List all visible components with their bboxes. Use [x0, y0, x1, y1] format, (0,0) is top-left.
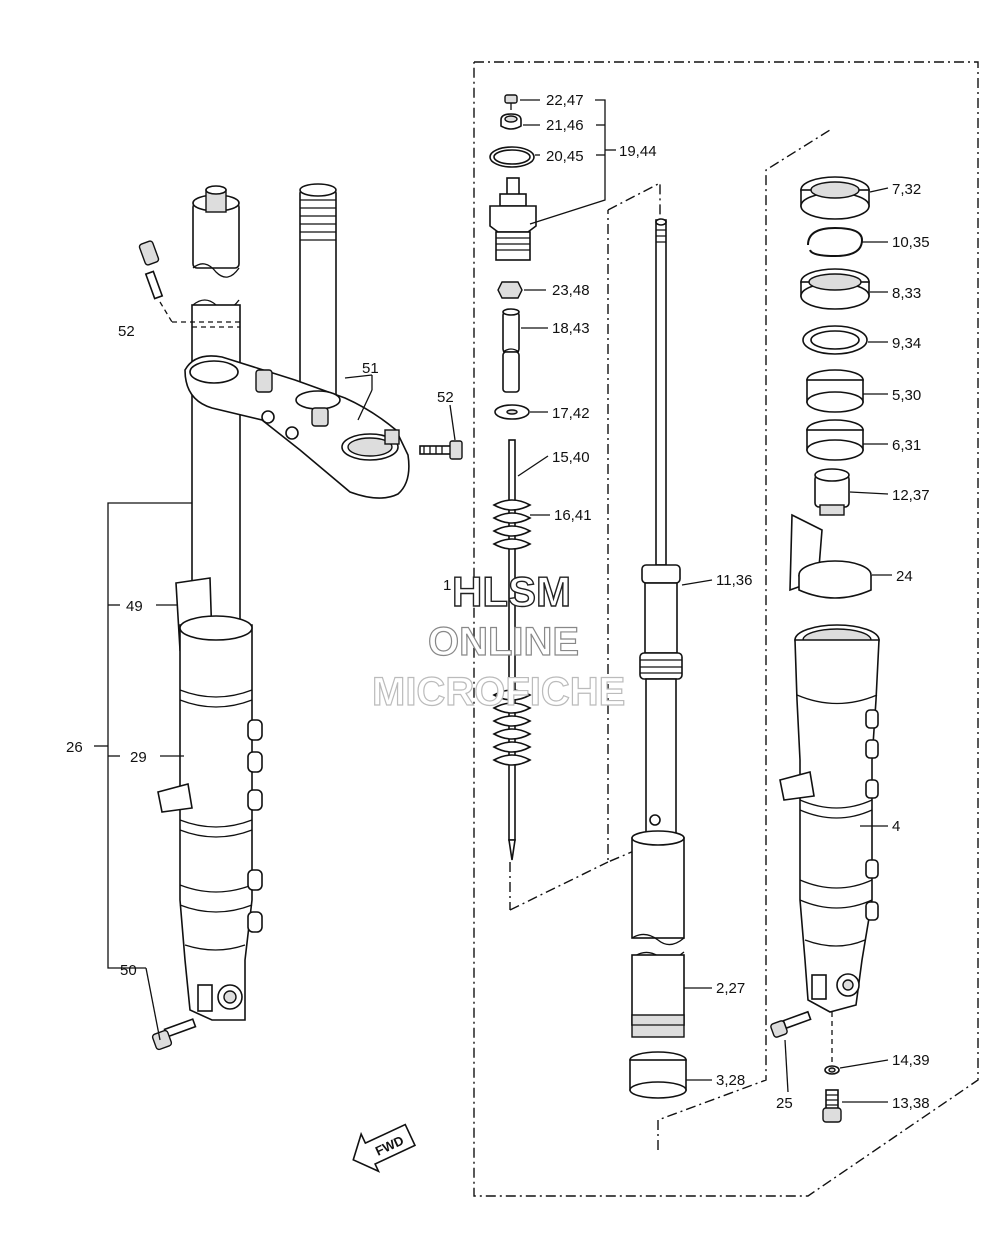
label-2-27: 2,27 — [716, 980, 745, 997]
label-20-45: 20,45 — [546, 148, 584, 165]
label-17-42: 17,42 — [552, 405, 590, 422]
label-4: 4 — [892, 818, 900, 835]
fwd-arrow-icon: FWD — [352, 1123, 417, 1173]
label-13-38: 13,38 — [892, 1095, 930, 1112]
label-3-28: 3,28 — [716, 1072, 745, 1089]
watermark-line-3: MICROFICHE — [372, 670, 625, 714]
watermark-line-2: ONLINE — [428, 620, 579, 664]
label-49: 49 — [126, 598, 143, 615]
label-1: 1 — [443, 577, 451, 594]
label-29: 29 — [130, 749, 147, 766]
label-24: 24 — [896, 568, 913, 585]
watermark: HLSM ONLINE MICROFICHE — [371, 567, 626, 714]
label-19-44: 19,44 — [619, 143, 657, 160]
spring — [492, 499, 532, 766]
label-26: 26 — [66, 739, 83, 756]
label-9-34: 9,34 — [892, 335, 921, 352]
label-15-40: 15,40 — [552, 449, 590, 466]
label-14-39: 14,39 — [892, 1052, 930, 1069]
assembled-fork — [94, 183, 463, 1051]
seal-and-slider-parts — [770, 176, 892, 1123]
label-21-46: 21,46 — [546, 117, 584, 134]
label-22-47: 22,47 — [546, 92, 584, 109]
label-16-41: 16,41 — [554, 507, 592, 524]
label-50: 50 — [120, 962, 137, 979]
part-labels: 22,47 21,46 20,45 19,44 23,48 18,43 17,4… — [66, 92, 930, 1112]
cap-and-spring-parts — [489, 94, 713, 1099]
label-11-36: 11,36 — [716, 572, 752, 589]
label-5-30: 5,30 — [892, 387, 921, 404]
label-51: 51 — [362, 360, 379, 377]
label-6-31: 6,31 — [892, 437, 921, 454]
spring-panel — [509, 861, 609, 911]
inner-tube-panel — [657, 129, 831, 1150]
watermark-line-1: HLSM — [452, 568, 571, 615]
label-23-48: 23,48 — [552, 282, 590, 299]
label-52-right: 52 — [437, 389, 454, 406]
group-outline — [473, 61, 979, 1197]
label-18-43: 18,43 — [552, 320, 590, 337]
label-8-33: 8,33 — [892, 285, 921, 302]
label-10-35: 10,35 — [892, 234, 930, 251]
label-12-37: 12,37 — [892, 487, 930, 504]
label-52-left: 52 — [118, 323, 135, 340]
label-7-32: 7,32 — [892, 181, 921, 198]
label-25: 25 — [776, 1095, 793, 1112]
